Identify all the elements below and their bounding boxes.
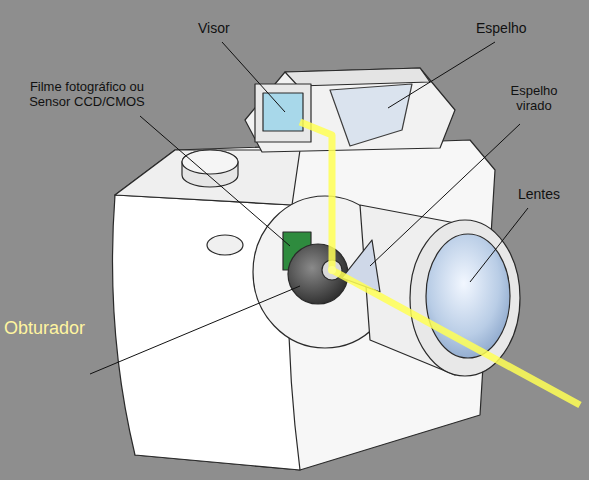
leader-line [222,42,285,112]
beam-point [328,266,336,274]
leader-lines [90,42,528,374]
mirror-top [330,84,412,146]
prism-housing [245,68,455,152]
lens-glass [426,234,510,358]
body-top [115,150,300,205]
part-label: Filme fotográfico ou Sensor CCD/CMOS [12,80,162,110]
leader-line [140,116,290,246]
part-label: Espelho virado [498,84,570,114]
part-label: Obturador [4,318,85,339]
light-beam [300,122,580,405]
leader-line [470,208,528,282]
leader-line [370,124,520,266]
dial-top [182,150,238,174]
viewfinder-frame [255,84,311,142]
button [207,235,243,255]
part-label: Visor [198,20,230,36]
leader-line [90,286,300,374]
viewfinder-screen [263,93,303,131]
prism-top [285,68,430,86]
part-label: Espelho [476,20,527,36]
dial-side [182,150,238,187]
part-label: Lentes [518,186,560,202]
leader-line [388,42,495,108]
lens-front-ring [410,220,520,376]
